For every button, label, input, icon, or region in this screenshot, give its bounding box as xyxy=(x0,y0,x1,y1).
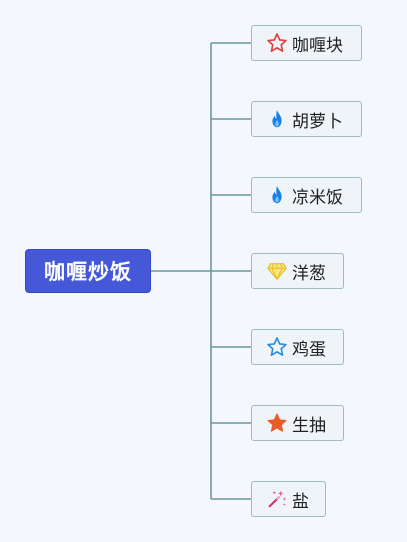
topic-node-curry-block[interactable]: 咖喱块 xyxy=(251,25,362,61)
topic-node-egg[interactable]: 鸡蛋 xyxy=(251,329,344,365)
star-outline-blue-icon xyxy=(266,336,288,358)
root-topic-label: 咖喱炒饭 xyxy=(44,260,132,284)
topic-node-soy-sauce[interactable]: 生抽 xyxy=(251,405,344,441)
topic-label: 盐 xyxy=(292,491,309,512)
star-outline-red-icon xyxy=(266,32,288,54)
star-filled-orange-icon xyxy=(266,412,288,434)
topic-node-salt[interactable]: 盐 xyxy=(251,481,326,517)
topic-label: 咖喱块 xyxy=(292,35,343,56)
topic-node-onion[interactable]: 洋葱 xyxy=(251,253,344,289)
topic-label: 生抽 xyxy=(292,415,326,436)
topic-node-carrot[interactable]: 胡萝卜 xyxy=(251,101,362,137)
diamond-icon xyxy=(266,260,288,282)
root-topic-node[interactable]: 咖喱炒饭 xyxy=(25,249,151,293)
flame-icon xyxy=(266,184,288,206)
topic-label: 鸡蛋 xyxy=(292,339,326,360)
flame-icon xyxy=(266,108,288,130)
magic-wand-icon xyxy=(266,488,288,510)
topic-label: 胡萝卜 xyxy=(292,111,343,132)
topic-label: 洋葱 xyxy=(292,263,326,284)
topic-node-cold-rice[interactable]: 凉米饭 xyxy=(251,177,362,213)
topic-label: 凉米饭 xyxy=(292,187,343,208)
